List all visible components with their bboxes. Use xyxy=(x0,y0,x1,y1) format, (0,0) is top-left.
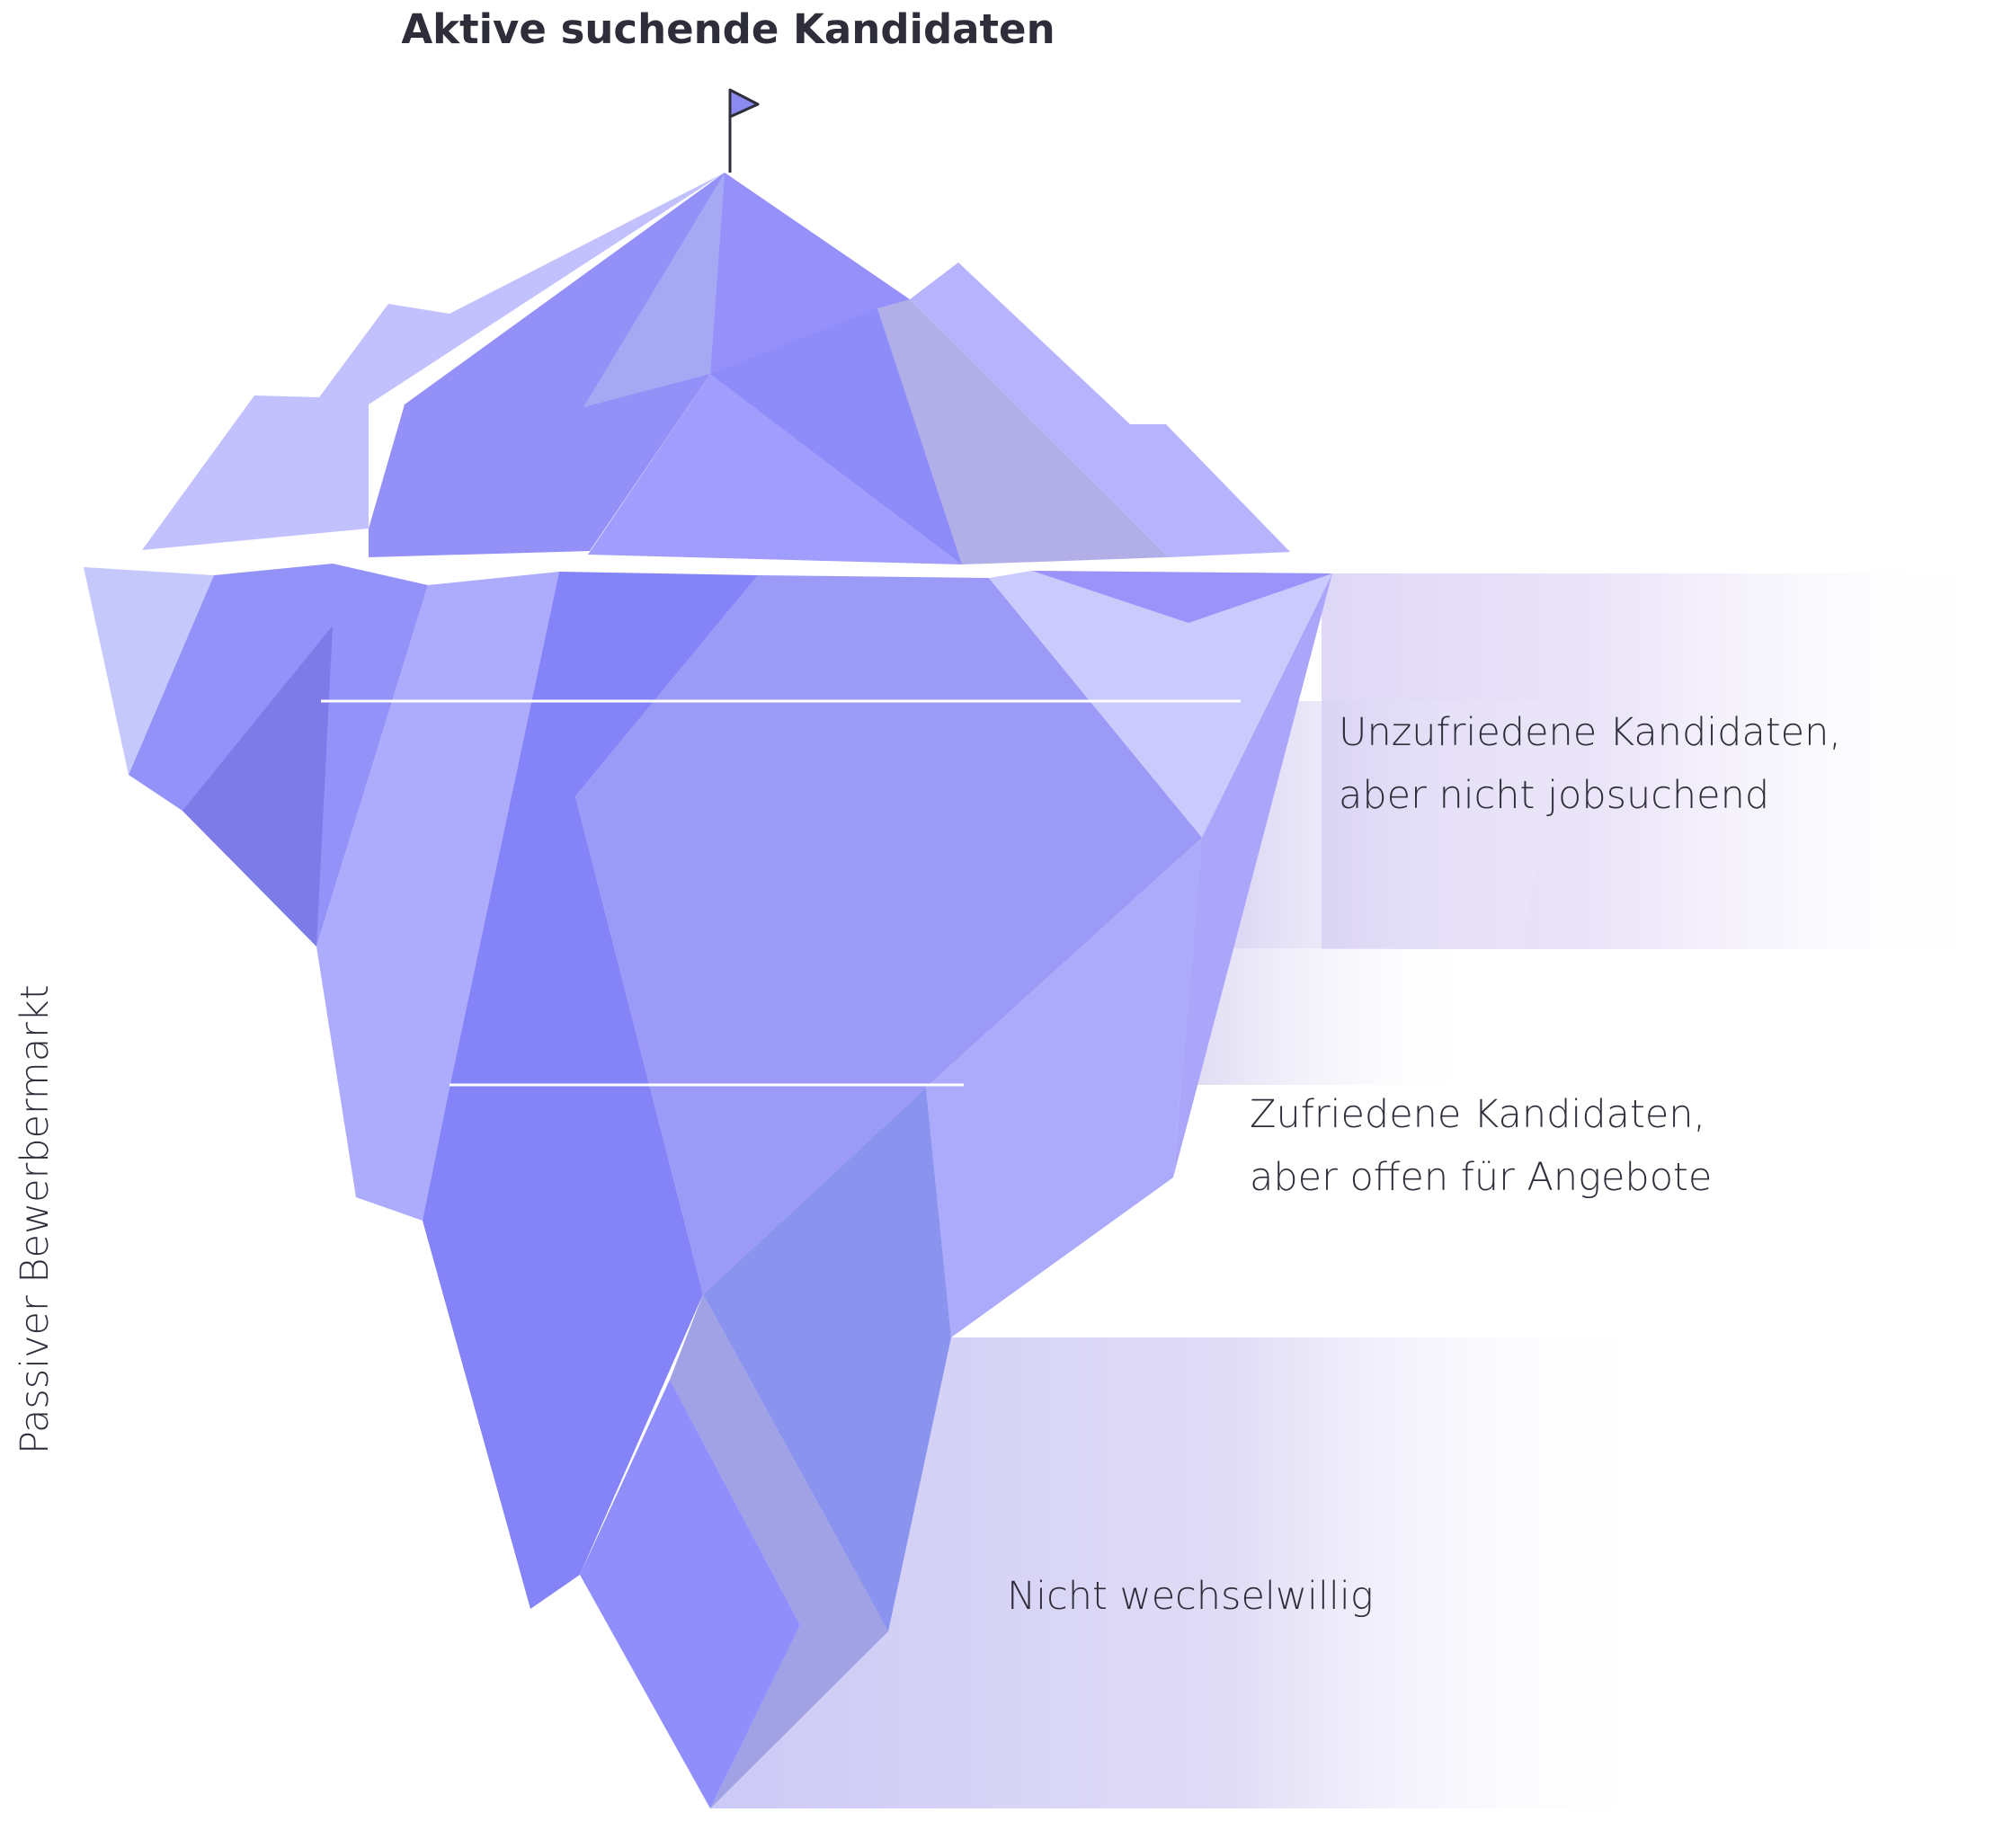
label-nicht-wechselwillig: Nicht wechselwillig xyxy=(1007,1565,1374,1628)
label-unzufriedene-kandidaten: Unzufriedene Kandidaten, aber nicht jobs… xyxy=(1339,701,1841,827)
label-zufriedene-kandidaten: Zufriedene Kandidaten, aber offen für An… xyxy=(1250,1083,1712,1209)
diagram-title: Aktive suchende Kandidaten xyxy=(401,5,1055,53)
band-nicht-wechselwillig xyxy=(710,1337,1659,1808)
body-facet-upper-right xyxy=(989,571,1332,838)
tip-facet-right xyxy=(910,262,1290,557)
tip-facet-center-dark xyxy=(710,308,962,564)
body-facet-edge-left xyxy=(84,567,214,775)
label-line: aber offen für Angebote xyxy=(1250,1155,1713,1200)
layer-bands xyxy=(710,573,2003,1808)
body-facet-ridge xyxy=(670,1294,888,1808)
body-facet-center xyxy=(575,575,1202,1294)
iceberg-body xyxy=(84,564,1332,1808)
body-facet-right-edge xyxy=(1173,573,1332,1177)
label-line: Zufriedene Kandidaten, xyxy=(1250,1092,1706,1137)
tip-facet-peak xyxy=(710,173,910,374)
iceberg-tip xyxy=(142,173,1290,564)
label-line: aber nicht jobsuchend xyxy=(1339,773,1770,818)
label-line: Nicht wechselwillig xyxy=(1007,1574,1374,1619)
tip-facet-light xyxy=(583,173,725,407)
tip-facet-right-shade xyxy=(877,299,1169,564)
tip-facet-left-mid xyxy=(369,173,725,557)
band-zufrieden xyxy=(1178,948,1483,1085)
body-facet-main-dark xyxy=(423,572,758,1609)
flag-icon xyxy=(728,88,760,173)
label-line: Unzufriedene Kandidaten, xyxy=(1339,710,1842,755)
body-facet-lower-center xyxy=(703,1088,951,1631)
body-facet-right-light xyxy=(926,838,1202,1337)
side-label-passiver-bewerbermarkt: Passiver Bewerbermarkt xyxy=(13,984,58,1454)
body-facet-bottom xyxy=(580,1380,800,1808)
body-facet-left-dark xyxy=(182,626,333,946)
tip-facet-left xyxy=(142,173,725,550)
body-facet-left-light xyxy=(316,572,559,1221)
layer-dividers xyxy=(321,699,1241,1087)
body-facet-upper-right-accent xyxy=(1032,571,1332,623)
